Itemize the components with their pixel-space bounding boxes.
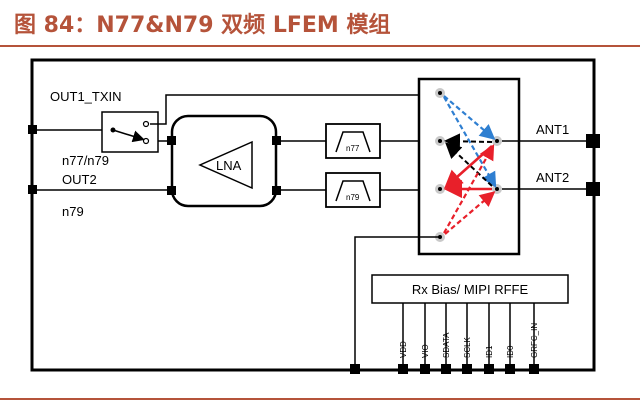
- label-filter-n79: n79: [346, 193, 360, 202]
- rx-paths-black: [444, 133, 493, 187]
- lna-amplifier-icon: [198, 140, 253, 190]
- label-ant1: ANT1: [536, 122, 569, 137]
- rx-bias-mipi-block: [371, 274, 569, 304]
- control-pin-pad: [484, 364, 494, 374]
- control-pin-label-id1: ID1: [485, 345, 494, 358]
- pin-out1: [28, 125, 37, 134]
- title-bar: 图 84：N77&N79 双频 LFEM 模组: [0, 0, 640, 47]
- control-pin-label-id0: ID0: [506, 345, 515, 358]
- label-n79: n79: [62, 204, 84, 219]
- control-pin-pad: [529, 364, 539, 374]
- label-out1-txin: OUT1_TXIN: [50, 89, 122, 104]
- control-pin-label-vio: VIO: [421, 344, 430, 358]
- bottom-rule: [0, 398, 640, 400]
- label-filter-n77: n77: [346, 144, 360, 153]
- control-pin-pad: [420, 364, 430, 374]
- pin-out2: [28, 185, 37, 194]
- label-rx-bias: Rx Bias/ MIPI RFFE: [412, 282, 529, 297]
- figure-title: 图 84：N77&N79 双频 LFEM 模组: [14, 13, 391, 38]
- control-pin-label-grfc-in: GRFC_IN: [530, 323, 539, 358]
- pin-ant2: [586, 182, 600, 196]
- filter-n79: [325, 172, 381, 208]
- control-pin-pad: [441, 364, 451, 374]
- control-pin-pad: [398, 364, 408, 374]
- pin-ant1: [586, 134, 600, 148]
- control-pin-label-vdd: VDD: [399, 341, 408, 358]
- label-lna: LNA: [216, 158, 242, 173]
- rx-paths-blue: [443, 95, 497, 188]
- title-rule: [0, 45, 640, 47]
- control-pin-pad: [505, 364, 515, 374]
- control-pins: VDD VIO SDATA SCLK ID1 ID0 GRFC_IN: [398, 303, 539, 374]
- control-pin-pad: [462, 364, 472, 374]
- control-pin-label-sclk: SCLK: [463, 336, 472, 358]
- label-out2: OUT2: [62, 172, 97, 187]
- label-n77-n79: n77/n79: [62, 153, 109, 168]
- label-ant2: ANT2: [536, 170, 569, 185]
- filter-n77: [325, 123, 381, 159]
- rx-tx-switch: [101, 111, 159, 153]
- control-pin-label-sdata: SDATA: [442, 332, 451, 358]
- tx-paths-red: [443, 144, 496, 235]
